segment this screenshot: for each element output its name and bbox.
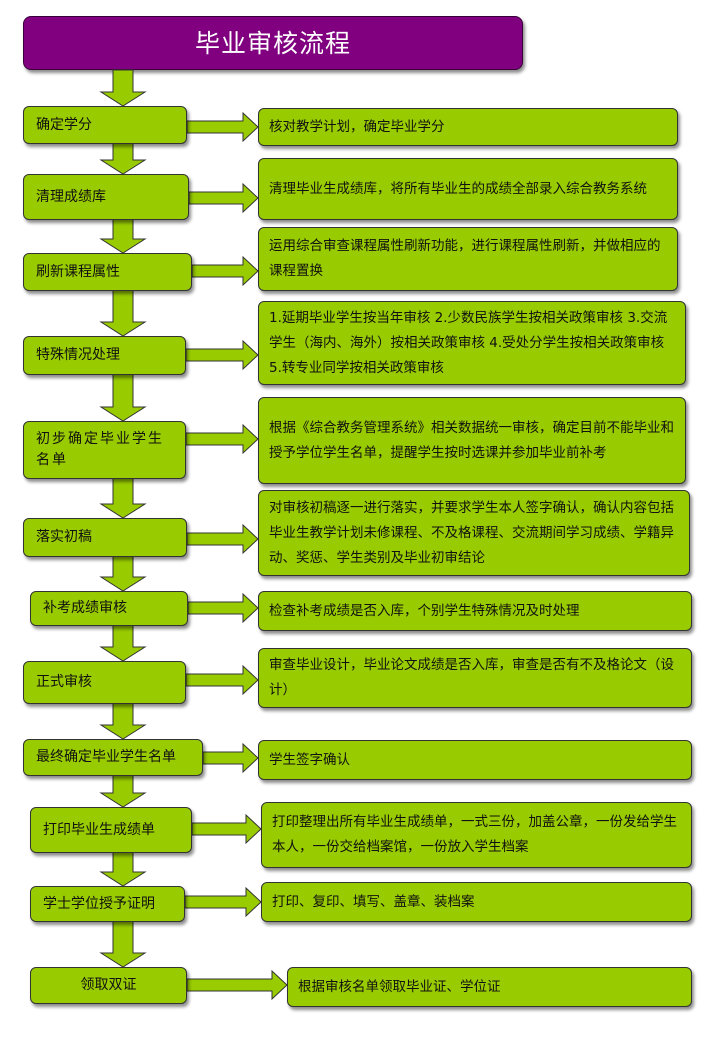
right-arrow-1	[188, 182, 259, 214]
desc-box-10: 打印整理出所有毕业生成绩单，一式三份，加盖公章，一份发给学生本人，一份交给档案馆…	[261, 802, 692, 868]
down-arrow-9	[99, 774, 147, 808]
down-arrow-7	[99, 624, 147, 662]
right-arrow-9	[191, 813, 262, 845]
right-arrow-2	[191, 255, 259, 287]
right-arrow-10	[184, 886, 262, 918]
right-arrow-11	[186, 969, 288, 1001]
down-arrow-2	[99, 218, 147, 254]
down-arrow-11	[99, 920, 147, 968]
step-box-6: 落实初稿	[23, 518, 187, 557]
step-box-7: 补考成绩审核	[30, 591, 188, 626]
down-arrow-4	[99, 373, 147, 422]
right-arrow-4	[185, 423, 259, 455]
step-box-9: 最终确定毕业学生名单	[23, 739, 203, 776]
desc-box-12: 根据审核名单领取毕业证、学位证	[287, 967, 692, 1007]
desc-box-7: 检查补考成绩是否入库，个别学生特殊情况及时处理	[258, 591, 692, 631]
desc-box-8: 审查毕业设计，毕业论文成绩是否入库，审查是否有不及格论文（设计）	[258, 648, 692, 708]
step-box-11: 学士学位授予证明	[30, 886, 185, 922]
step-box-5: 初步确定毕业学生名单	[23, 421, 186, 479]
step-box-2: 清理成绩库	[23, 174, 189, 220]
desc-box-11: 打印、复印、填写、盖章、装档案	[261, 882, 692, 922]
down-arrow-3	[99, 289, 147, 337]
down-arrow-1	[99, 142, 147, 175]
desc-box-3: 运用综合审查课程属性刷新功能，进行课程属性刷新，并做相应的课程置换	[258, 227, 678, 291]
step-box-1: 确定学分	[23, 106, 187, 144]
step-box-8: 正式审核	[23, 661, 186, 704]
right-arrow-3	[185, 339, 259, 371]
right-arrow-5	[186, 523, 259, 555]
right-arrow-8	[202, 742, 259, 774]
down-arrow-8	[99, 702, 147, 740]
flow-title: 毕业审核流程	[23, 16, 523, 70]
right-arrow-0	[186, 111, 259, 143]
desc-box-2: 清理毕业生成绩库，将所有毕业生的成绩全部录入综合教务系统	[258, 158, 678, 220]
desc-box-9: 学生签字确认	[258, 740, 692, 780]
step-box-12: 领取双证	[30, 967, 187, 1004]
desc-box-4: 1.延期毕业学生按当年审核 2.少数民族学生按相关政策审核 3.交流学生（海内、…	[258, 301, 686, 385]
down-arrow-5	[99, 477, 147, 519]
step-box-3: 刷新课程属性	[23, 253, 192, 291]
down-arrow-10	[99, 851, 147, 887]
desc-box-6: 对审核初稿逐一进行落实，并要求学生本人签字确认，确认内容包括毕业生教学计划未修课…	[258, 490, 690, 576]
right-arrow-6	[187, 592, 259, 624]
desc-box-5: 根据《综合教务管理系统》相关数据统一审核，确定目前不能毕业和授予学位学生名单，提…	[258, 397, 686, 484]
step-box-10: 打印毕业生成绩单	[30, 807, 192, 853]
down-arrow-0	[99, 69, 147, 107]
desc-box-1: 核对教学计划，确定毕业学分	[258, 108, 678, 146]
down-arrow-6	[99, 555, 147, 592]
right-arrow-7	[185, 664, 259, 696]
step-box-4: 特殊情况处理	[23, 336, 186, 375]
